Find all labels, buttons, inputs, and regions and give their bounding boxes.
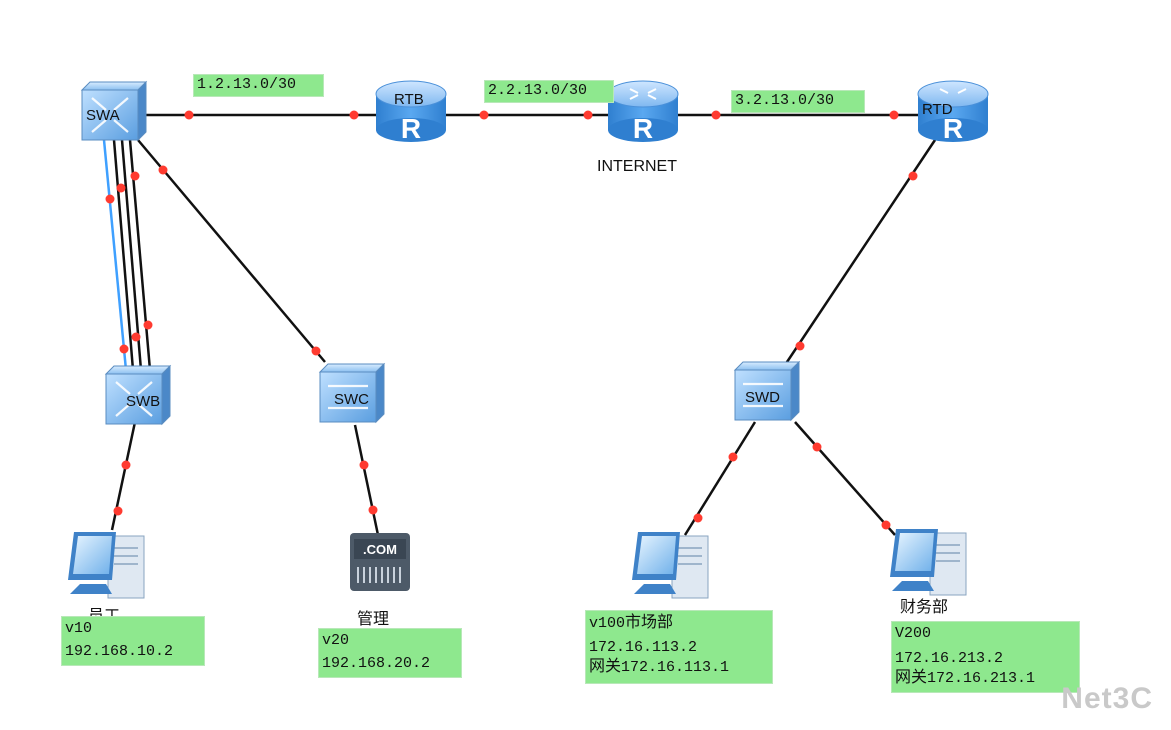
- link-swa-swb-2: [120, 139, 143, 371]
- port-dot: [881, 520, 891, 530]
- host-gateway-market: 172.16.113.1: [621, 659, 730, 676]
- port-dot: [130, 171, 140, 181]
- router-rtd-label: RTD: [922, 101, 953, 118]
- port-dot: [889, 110, 899, 120]
- host-info-market: v100市场部 172.16.113.2 网关172.16.113.1: [585, 610, 773, 684]
- router-rtb-label: RTB: [394, 91, 424, 108]
- subnet-label-internet-rtd: 3.2.13.0/30: [731, 90, 865, 113]
- link-swa-swb-highlight: [102, 139, 128, 371]
- host-vlan-market: v100: [589, 615, 626, 632]
- subnet-label-rtb-internet: 2.2.13.0/30: [484, 80, 614, 103]
- router-rtd-icon[interactable]: R RTD: [917, 80, 989, 144]
- port-dots: [105, 110, 918, 530]
- switch-swb-icon[interactable]: SWB: [104, 364, 172, 426]
- host-gateway-finance: 172.16.213.1: [927, 670, 1036, 687]
- switch-swa-label: SWA: [86, 107, 120, 124]
- host-info-finance: V200 172.16.213.2 网关172.16.213.1: [891, 621, 1080, 693]
- port-dot: [116, 183, 126, 193]
- port-dot: [359, 460, 369, 470]
- switch-swd-label: SWD: [745, 389, 780, 406]
- links: [102, 113, 937, 536]
- switch-swd-icon[interactable]: SWD: [733, 360, 801, 422]
- host-name-market: 市场部: [625, 612, 674, 631]
- link-swa-swc: [137, 139, 326, 363]
- host-gateway-label-market: 网关: [589, 656, 622, 675]
- pc-market-icon[interactable]: [632, 532, 709, 599]
- host-vlan-finance: V200: [895, 625, 932, 642]
- port-dot: [131, 332, 141, 342]
- switch-swb-label: SWB: [126, 393, 160, 410]
- port-dot: [368, 505, 378, 515]
- host-gateway-label-finance: 网关: [895, 667, 928, 686]
- host-name-finance: 财务部: [900, 597, 949, 616]
- switch-swa-icon[interactable]: SWA: [80, 80, 148, 142]
- port-dot: [119, 344, 129, 354]
- subnet-label-swa-rtb: 1.2.13.0/30: [193, 74, 324, 97]
- switch-swc-icon[interactable]: SWC: [318, 362, 386, 424]
- link-swa-swb-1: [112, 139, 135, 371]
- host-ip-mgmt: 192.168.20.2: [322, 655, 431, 672]
- server-mgmt-icon[interactable]: .COM: [350, 533, 410, 591]
- port-dot: [693, 513, 703, 523]
- port-dot: [349, 110, 359, 120]
- port-dot: [795, 341, 805, 351]
- router-internet-icon[interactable]: R: [607, 80, 679, 144]
- host-info-staff: v10 192.168.10.2: [61, 616, 205, 666]
- host-ip-staff: 192.168.10.2: [65, 643, 174, 660]
- port-dot: [158, 165, 168, 175]
- host-info-mgmt: v20 192.168.20.2: [318, 628, 462, 678]
- host-ip-market: 172.16.113.2: [589, 639, 698, 656]
- port-dot: [113, 506, 123, 516]
- link-swd-finance: [794, 421, 896, 536]
- pc-finance-icon[interactable]: [890, 529, 967, 596]
- port-dot: [479, 110, 489, 120]
- port-dot: [184, 110, 194, 120]
- port-dot: [311, 346, 321, 356]
- port-dot: [711, 110, 721, 120]
- watermark: Net3C: [1061, 682, 1153, 715]
- host-name-mgmt: 管理: [357, 609, 390, 628]
- port-dot: [583, 110, 593, 120]
- svg-text:R: R: [633, 113, 653, 144]
- switch-swc-label: SWC: [334, 391, 369, 408]
- router-rtb-icon[interactable]: R RTB: [375, 80, 447, 144]
- svg-text:R: R: [401, 113, 421, 144]
- port-dot: [121, 460, 131, 470]
- host-vlan-staff: v10: [65, 620, 93, 637]
- port-dot: [105, 194, 115, 204]
- host-vlan-mgmt: v20: [322, 632, 350, 649]
- port-dot: [908, 171, 918, 181]
- host-ip-finance: 172.16.213.2: [895, 650, 1004, 667]
- server-com-badge: .COM: [363, 542, 397, 557]
- svg-text:R: R: [943, 113, 963, 144]
- pc-staff-icon[interactable]: [68, 532, 145, 599]
- port-dot: [728, 452, 738, 462]
- link-swc-mgmt: [353, 424, 380, 536]
- port-dot: [812, 442, 822, 452]
- router-internet-label: INTERNET: [597, 158, 677, 175]
- port-dot: [143, 320, 153, 330]
